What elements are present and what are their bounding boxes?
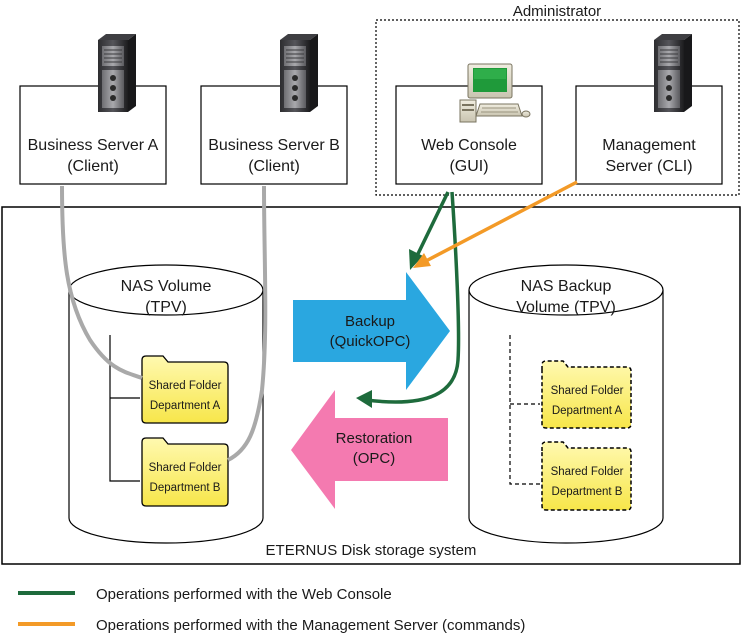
backup-folder-a-sublabel: Department A xyxy=(552,405,623,417)
business-server-a-sublabel: (Client) xyxy=(67,158,119,175)
business-server-b-box xyxy=(200,85,348,185)
folder-a-sublabel: Department A xyxy=(150,400,221,412)
client-b-connection-line xyxy=(227,185,268,462)
nas-volume-label: NAS Volume xyxy=(121,278,212,295)
backup-arrow-sublabel: (QuickOPC) xyxy=(330,333,411,350)
client-a-connection-line xyxy=(60,185,143,380)
business-server-b-label: Business Server B xyxy=(208,137,340,154)
management-server-label: Management xyxy=(602,137,696,154)
web-console-sublabel: (GUI) xyxy=(449,158,488,175)
folder-icon xyxy=(541,441,632,511)
nas-backup-volume-label: NAS Backup xyxy=(521,278,612,295)
folder-a-label: Shared Folder xyxy=(149,380,222,392)
web-console-box xyxy=(395,85,543,185)
backup-arrow xyxy=(293,272,450,390)
nas-backup-tree xyxy=(509,335,540,485)
restoration-arrow xyxy=(291,390,448,509)
backup-folder-b-label: Shared Folder xyxy=(551,466,624,478)
folder-b-label: Shared Folder xyxy=(149,462,222,474)
business-server-a-label: Business Server A xyxy=(28,137,159,154)
legend-web-console-label: Operations performed with the Web Consol… xyxy=(96,586,392,603)
folder-b-sublabel: Department B xyxy=(150,482,221,494)
management-server-operation-line xyxy=(413,180,578,268)
backup-folder-a-label: Shared Folder xyxy=(551,385,624,397)
server-tower-icon xyxy=(653,33,693,113)
folder-icon xyxy=(141,355,229,424)
restoration-arrow-label: Restoration xyxy=(336,430,413,447)
folder-icon xyxy=(541,360,632,429)
nas-backup-volume-sublabel: Volume (TPV) xyxy=(516,299,616,316)
business-server-b-sublabel: (Client) xyxy=(248,158,300,175)
server-tower-icon xyxy=(97,33,137,113)
legend-management-server-label: Operations performed with the Management… xyxy=(96,617,525,634)
server-tower-icon xyxy=(279,33,319,113)
web-console-label: Web Console xyxy=(421,137,517,154)
eternus-storage-label: ETERNUS Disk storage system xyxy=(266,542,477,559)
management-server-sublabel: Server (CLI) xyxy=(605,158,692,175)
management-server-box xyxy=(575,85,723,185)
business-server-a-box xyxy=(19,85,167,185)
eternus-storage-frame xyxy=(1,206,741,565)
administrator-label: Administrator xyxy=(513,3,601,20)
nas-volume-tree xyxy=(109,335,140,482)
nas-volume-sublabel: (TPV) xyxy=(145,299,187,316)
backup-folder-b-sublabel: Department B xyxy=(552,486,623,498)
restoration-arrow-sublabel: (OPC) xyxy=(353,450,396,467)
administrator-frame xyxy=(375,19,740,196)
folder-icon xyxy=(141,437,229,507)
backup-arrow-label: Backup xyxy=(345,313,395,330)
